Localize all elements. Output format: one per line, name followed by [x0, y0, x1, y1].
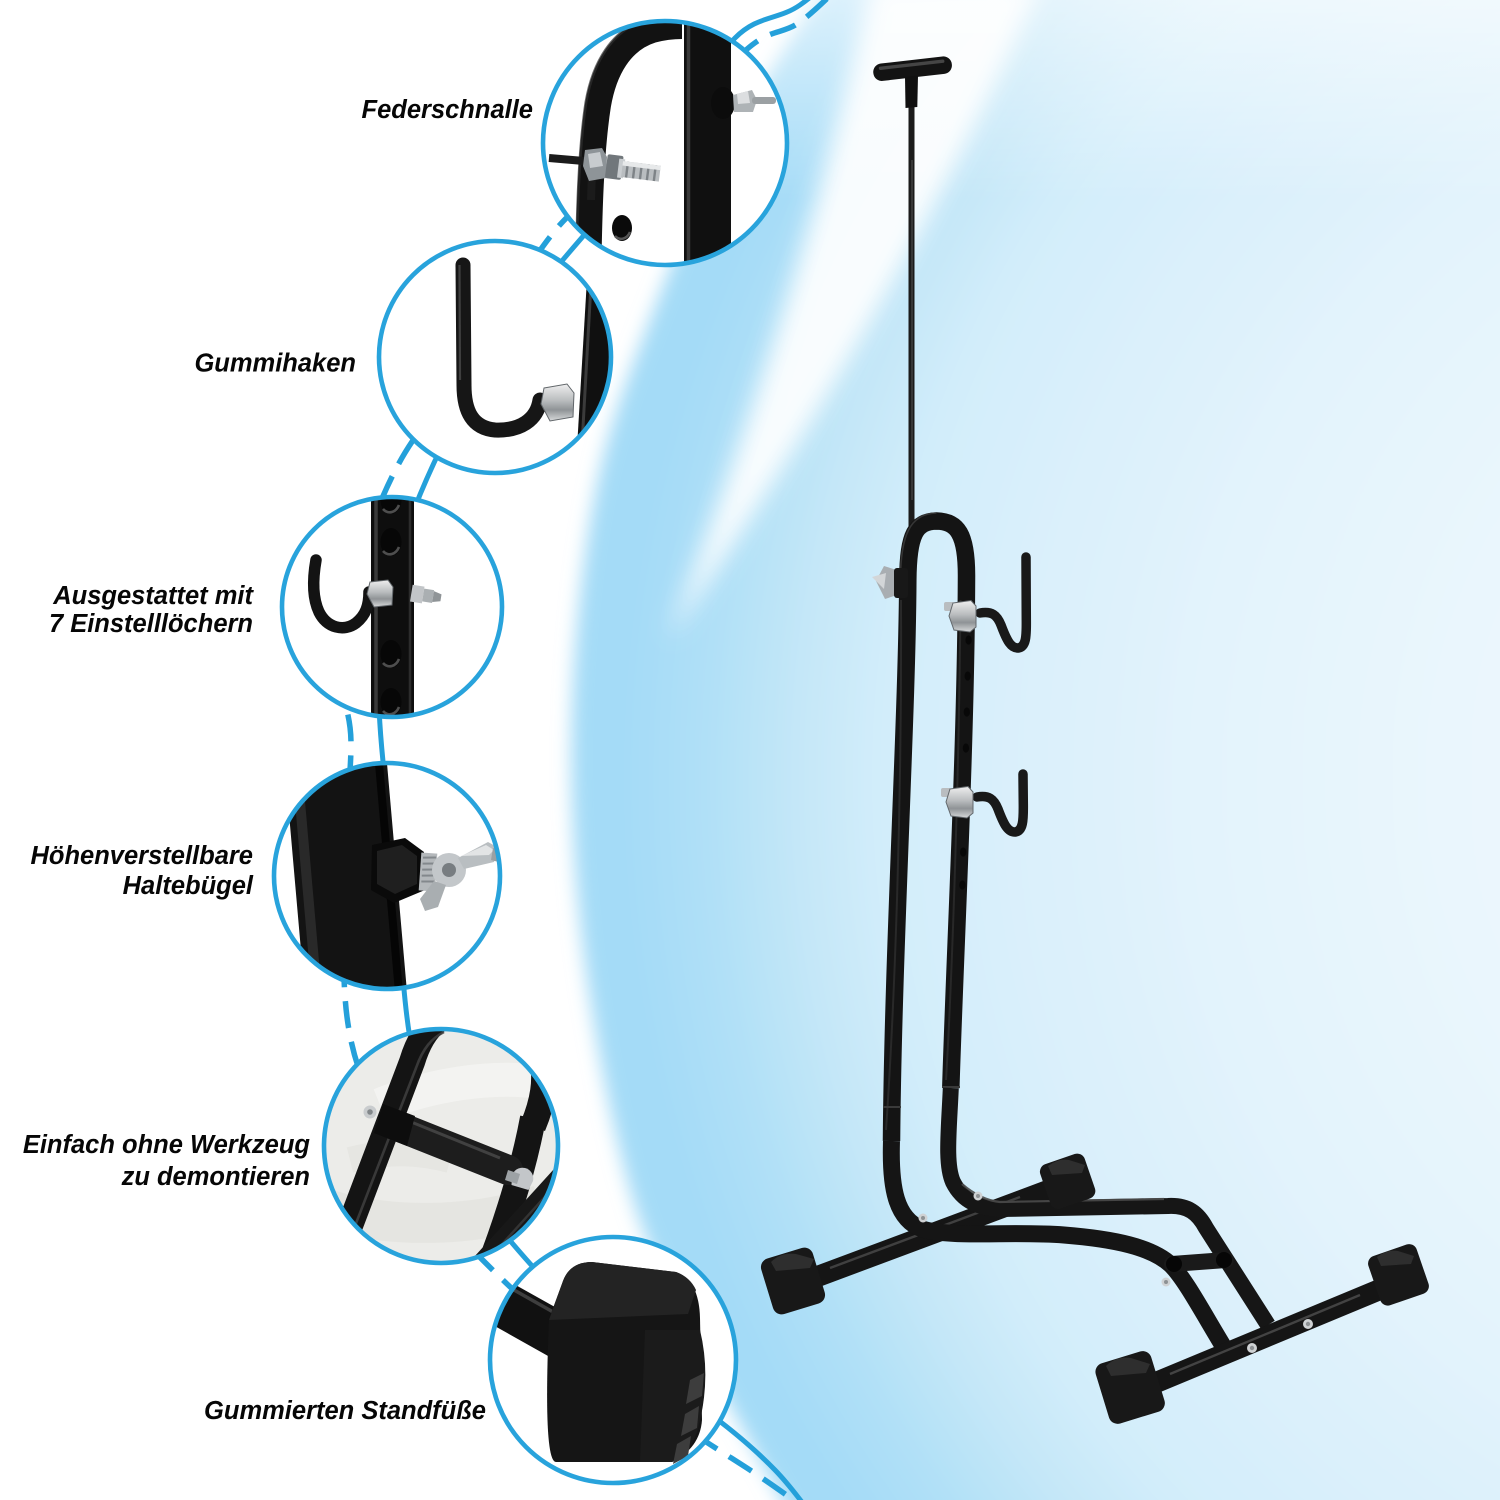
svg-text:Haltebügel: Haltebügel	[123, 872, 254, 900]
svg-text:Ausgestattet mit: Ausgestattet mit	[52, 582, 254, 610]
svg-text:Gummihaken: Gummihaken	[194, 350, 356, 378]
svg-text:Einfach ohne Werkzeug: Einfach ohne Werkzeug	[23, 1131, 311, 1159]
svg-text:zu demontieren: zu demontieren	[121, 1163, 310, 1191]
svg-text:Gummierten Standfüße: Gummierten Standfüße	[204, 1397, 486, 1425]
svg-text:Federschnalle: Federschnalle	[362, 96, 534, 124]
svg-text:7 Einstelllöchern: 7 Einstelllöchern	[49, 610, 253, 638]
svg-text:Höhenverstellbare: Höhenverstellbare	[30, 842, 253, 870]
